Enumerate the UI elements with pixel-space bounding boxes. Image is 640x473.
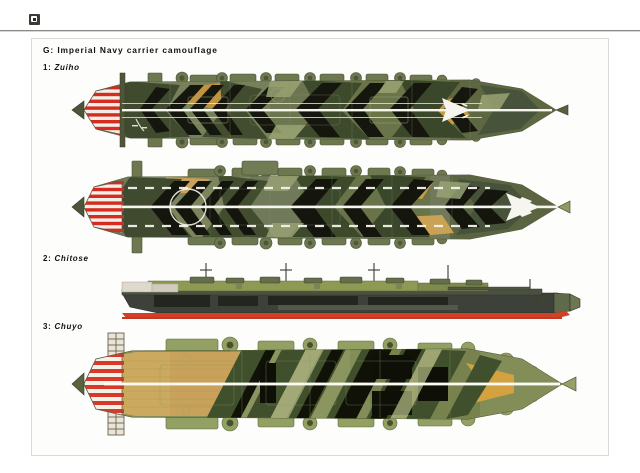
ship-illustration-zuiho-plan-lower [70,159,575,255]
ship-name: Chitose [54,254,89,263]
page-title: G: Imperial Navy carrier camouflage [43,45,218,55]
toolbar-divider-shadow [0,31,640,32]
toolbar-divider [0,30,640,31]
ship-label-zuiho: 1: Zuiho [43,63,80,72]
illustration-plate: G: Imperial Navy carrier camouflage 1: Z… [31,38,609,456]
ship-illustration-chuyo-plan [70,331,582,437]
ship-number: 2: [43,254,52,263]
ship-illustration-chitose-profile [118,263,588,329]
ship-number: 1: [43,63,52,72]
viewer-toolbar [0,0,640,31]
ship-illustration-zuiho-plan-upper [70,67,575,153]
ship-label-chuyo: 3: Chuyo [43,322,83,331]
ship-label-chitose: 2: Chitose [43,254,89,263]
ship-number: 3: [43,322,52,331]
image-thumbnail-icon[interactable] [29,14,40,25]
ship-name: Chuyo [54,322,83,331]
ship-name: Zuiho [54,63,80,72]
